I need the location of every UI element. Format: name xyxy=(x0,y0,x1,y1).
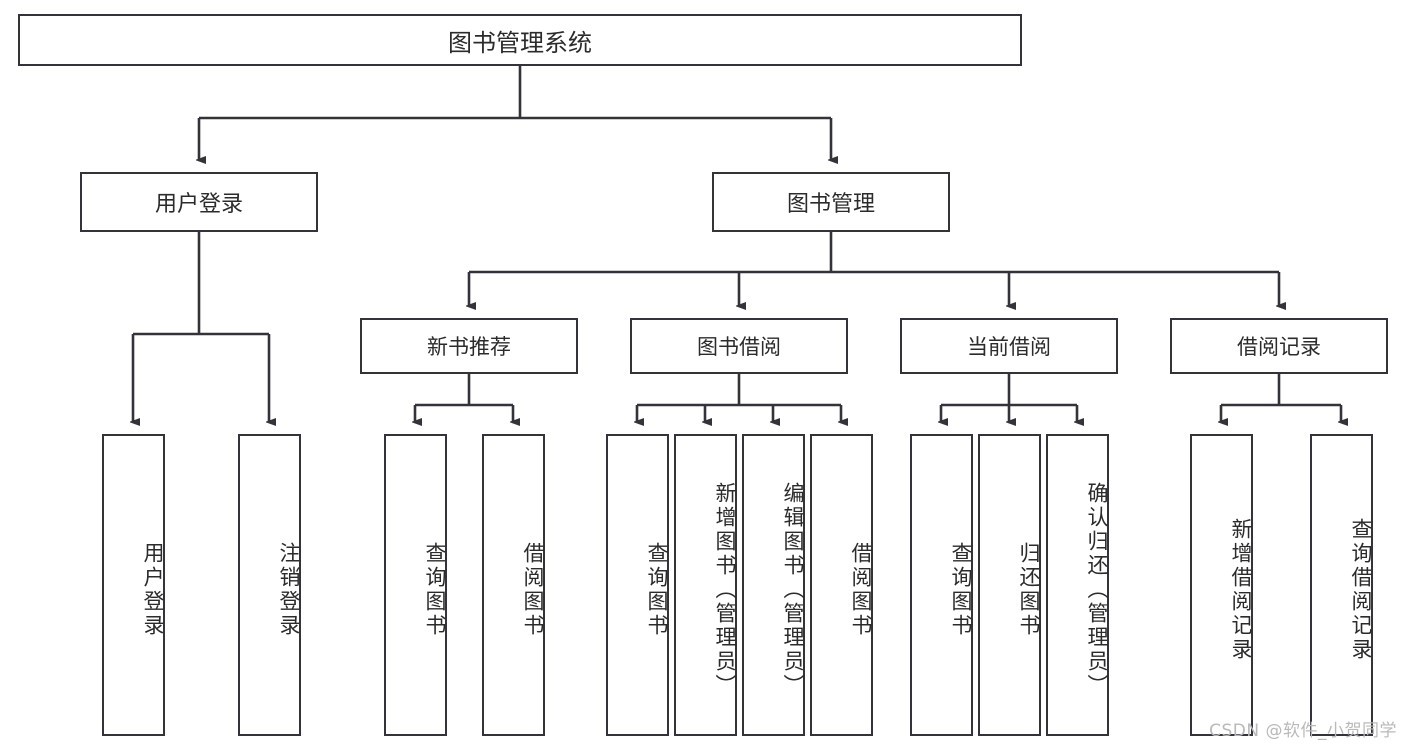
node-label: 归还图书 xyxy=(1017,542,1041,638)
leaf-borrow-borrow-book[interactable]: 借阅图书 xyxy=(810,434,873,736)
node-label: 借阅图书 xyxy=(521,542,545,638)
leaf-current-return-book[interactable]: 归还图书 xyxy=(978,434,1041,736)
node-user-login[interactable]: 用户登录 xyxy=(80,172,318,232)
node-label: 当前借阅 xyxy=(967,335,1051,359)
leaf-new-book-borrow[interactable]: 借阅图书 xyxy=(482,434,545,736)
node-root-system[interactable]: 图书管理系统 xyxy=(18,14,1022,66)
node-label: 图书借阅 xyxy=(697,335,781,359)
node-label: 借阅记录 xyxy=(1237,335,1321,359)
node-label: 新增图书（管理员） xyxy=(713,482,737,698)
node-label: 用户登录 xyxy=(141,542,165,638)
leaf-new-book-query[interactable]: 查询图书 xyxy=(384,434,447,736)
leaf-record-add-record[interactable]: 新增借阅记录 xyxy=(1190,434,1253,736)
csdn-watermark: CSDN @软件_小贺同学 xyxy=(1209,721,1397,741)
node-label: 注销登录 xyxy=(277,542,301,638)
node-label: 查询图书 xyxy=(423,542,447,638)
leaf-user-login-logout[interactable]: 注销登录 xyxy=(238,434,301,736)
node-label: 图书管理 xyxy=(786,192,875,217)
node-label: 借阅图书 xyxy=(849,542,873,638)
node-label: 确认归还（管理员） xyxy=(1085,482,1109,698)
node-new-book-recommend[interactable]: 新书推荐 xyxy=(360,318,578,374)
leaf-record-query-record[interactable]: 查询借阅记录 xyxy=(1310,434,1373,736)
leaf-user-login-login[interactable]: 用户登录 xyxy=(102,434,165,736)
node-label: 编辑图书（管理员） xyxy=(781,482,805,698)
node-label: 查询图书 xyxy=(949,542,973,638)
node-book-borrow[interactable]: 图书借阅 xyxy=(630,318,848,374)
node-borrow-record[interactable]: 借阅记录 xyxy=(1170,318,1388,374)
node-label: 用户登录 xyxy=(154,192,243,217)
leaf-borrow-edit-book-admin[interactable]: 编辑图书（管理员） xyxy=(742,434,805,736)
node-label: 新增借阅记录 xyxy=(1229,518,1253,662)
node-label: 查询图书 xyxy=(645,542,669,638)
leaf-current-confirm-return-admin[interactable]: 确认归还（管理员） xyxy=(1046,434,1109,736)
leaf-current-query-book[interactable]: 查询图书 xyxy=(910,434,973,736)
leaf-borrow-query-book[interactable]: 查询图书 xyxy=(606,434,669,736)
node-book-management[interactable]: 图书管理 xyxy=(712,172,950,232)
node-label: 图书管理系统 xyxy=(448,28,592,57)
node-label: 新书推荐 xyxy=(427,335,511,359)
node-current-borrow[interactable]: 当前借阅 xyxy=(900,318,1118,374)
node-label: 查询借阅记录 xyxy=(1349,518,1373,662)
leaf-borrow-add-book-admin[interactable]: 新增图书（管理员） xyxy=(674,434,737,736)
